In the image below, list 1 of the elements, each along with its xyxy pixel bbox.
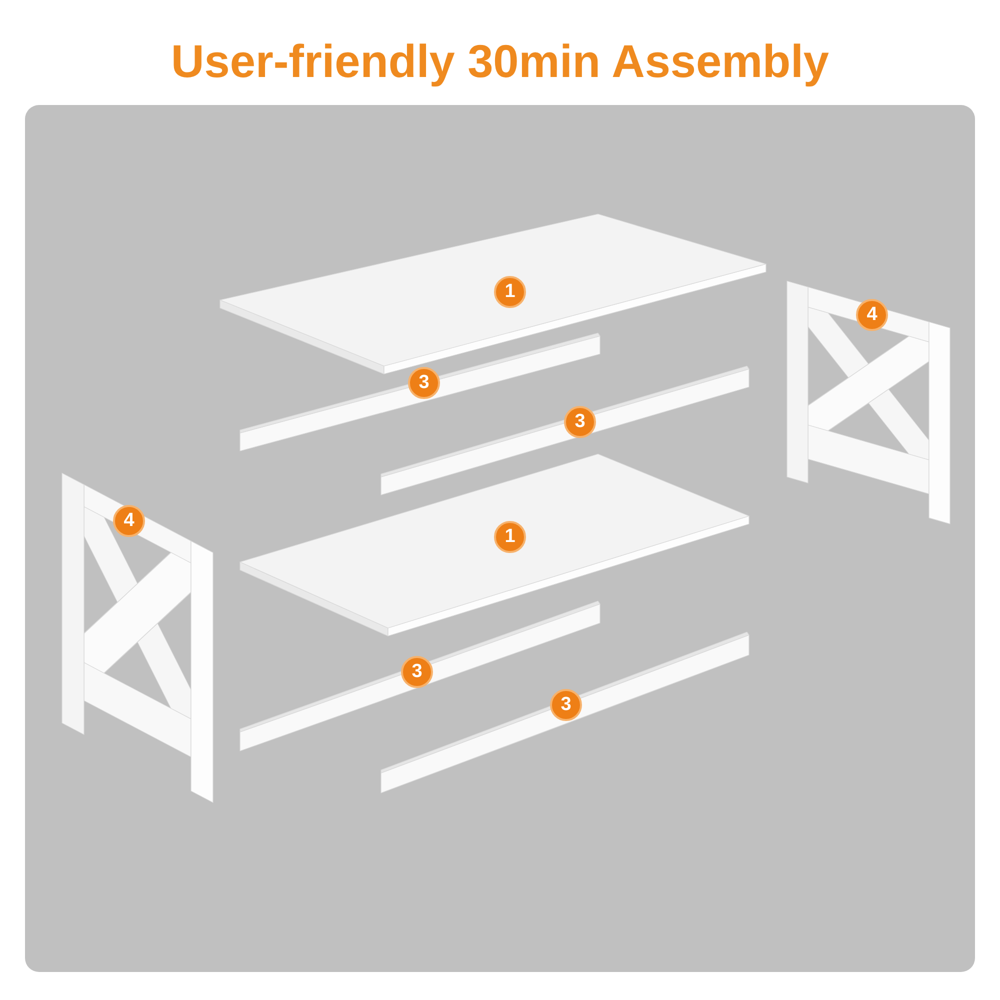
title: User-friendly 30min Assembly — [171, 34, 829, 88]
